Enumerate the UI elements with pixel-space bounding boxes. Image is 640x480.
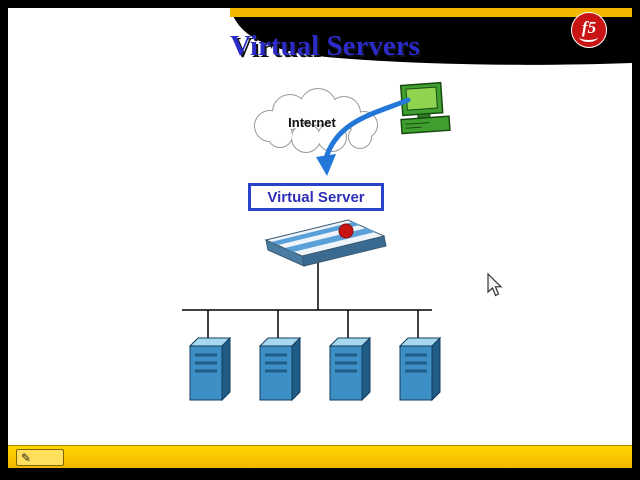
internet-label: Internet: [288, 115, 336, 130]
server-tower: [258, 336, 302, 402]
traffic-arrow: [316, 97, 411, 176]
client-computer-icon: [399, 81, 451, 135]
server-tower: [188, 336, 232, 402]
presenter-toolbar: ✎: [8, 445, 632, 468]
pen-tool-button[interactable]: ✎: [16, 449, 64, 466]
f5-logo-text: f5: [581, 18, 597, 37]
header-swoosh: [230, 8, 632, 65]
mouse-cursor-icon: [487, 272, 503, 297]
bigip-appliance: [264, 219, 387, 267]
server-tower: [398, 336, 442, 402]
slide-diagram: [182, 8, 632, 402]
internet-cloud: [254, 88, 378, 153]
network-lines: [182, 252, 432, 340]
server-tower: [328, 336, 372, 402]
virtual-server-label: Virtual Server: [267, 188, 365, 206]
f5-logo: f5: [571, 12, 607, 48]
pen-icon: ✎: [21, 450, 32, 465]
slide-title: Virtual Servers: [230, 30, 420, 62]
presentation-slide: Virtual Servers f5 Internet Virtual Serv…: [8, 8, 632, 468]
virtual-server-box: Virtual Server: [248, 183, 384, 211]
header-yellow-strip: [230, 8, 632, 17]
